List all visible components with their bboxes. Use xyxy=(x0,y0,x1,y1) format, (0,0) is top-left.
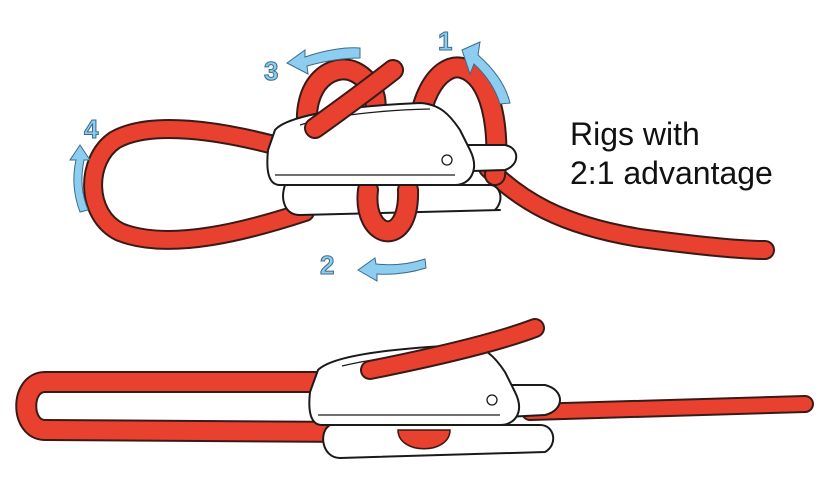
arrow-step-1 xyxy=(461,41,511,105)
rope-long-loop xyxy=(83,119,315,250)
arrow-step-3 xyxy=(286,47,361,75)
rope-loop-3 xyxy=(295,58,387,146)
bottom-rig xyxy=(15,318,814,459)
rope-under-cleat xyxy=(397,429,451,450)
top-rig: 1 2 3 4 Rigs with 2:1 advantage xyxy=(69,26,775,282)
rope-end-tail xyxy=(304,59,404,139)
rope-tail-right xyxy=(478,158,775,260)
cleat-screw-bottom xyxy=(486,394,498,406)
rope-tail-right-bottom xyxy=(521,395,814,421)
caption-line-2: 2:1 advantage xyxy=(570,155,773,191)
step-4-label: 4 xyxy=(84,114,99,144)
rope-end-tail-bottom xyxy=(360,318,545,380)
arrow-step-2 xyxy=(357,257,427,282)
cleat-screw xyxy=(441,154,453,166)
caption-line-1: Rigs with xyxy=(570,116,700,152)
cleat-base xyxy=(282,184,502,216)
step-1-label: 1 xyxy=(438,26,452,56)
step-2-label: 2 xyxy=(320,250,334,280)
step-3-label: 3 xyxy=(264,56,278,86)
rope-bottom-u xyxy=(356,179,420,243)
rope-long-u xyxy=(15,371,366,443)
arrow-step-4 xyxy=(69,144,91,213)
